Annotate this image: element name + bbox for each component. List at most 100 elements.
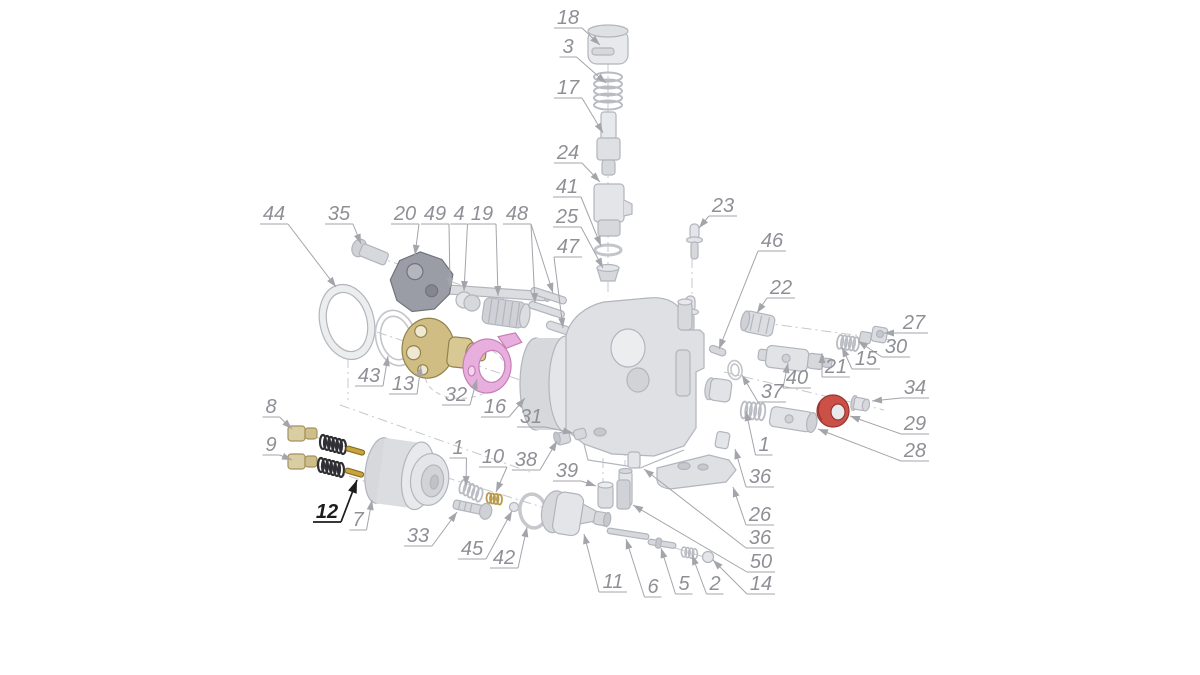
callout-4[interactable]: 4 xyxy=(450,203,469,292)
part-label-29: 29 xyxy=(903,413,926,435)
callout-19[interactable]: 19 xyxy=(468,203,502,297)
part-5-rod xyxy=(647,537,677,549)
arrowhead-icon xyxy=(644,469,655,478)
part-label-32: 32 xyxy=(445,384,467,406)
part-label-48: 48 xyxy=(506,203,528,225)
callout-3[interactable]: 3 xyxy=(559,36,609,86)
part-label-26: 26 xyxy=(748,504,772,526)
callout-1[interactable]: 1 xyxy=(449,437,470,487)
part-16-breech-block xyxy=(519,297,705,469)
callout-49[interactable]: 49 xyxy=(421,203,454,289)
callout-20[interactable]: 20 xyxy=(391,203,420,256)
part-32-clamp xyxy=(462,332,523,394)
footer: ED gun www.edgun.shop info@edgun.shop +3… xyxy=(0,600,1200,675)
callout-45[interactable]: 45 xyxy=(458,509,515,560)
callout-40[interactable]: 40 xyxy=(782,362,811,389)
callout-26[interactable]: 26 xyxy=(730,486,774,526)
callout-23[interactable]: 23 xyxy=(696,195,737,230)
arrowhead-icon xyxy=(562,427,573,435)
arrowhead-icon xyxy=(327,276,336,287)
arrowhead-icon xyxy=(872,396,883,404)
callout-36[interactable]: 36 xyxy=(732,448,774,488)
callout-30[interactable]: 30 xyxy=(856,336,910,358)
part-21-valve xyxy=(757,344,833,372)
callout-15[interactable]: 15 xyxy=(839,346,880,370)
part-label-8: 8 xyxy=(265,396,276,418)
arrowhead-icon xyxy=(348,480,357,494)
part-label-21: 21 xyxy=(824,356,847,378)
callout-14[interactable]: 14 xyxy=(711,558,775,595)
arrowhead-icon xyxy=(596,73,606,83)
callout-25[interactable]: 25 xyxy=(553,206,606,270)
callout-2[interactable]: 2 xyxy=(689,554,724,595)
part-1-spring-right xyxy=(739,400,767,422)
callout-28[interactable]: 28 xyxy=(817,426,929,462)
callout-17[interactable]: 17 xyxy=(554,77,606,135)
arrowhead-icon xyxy=(734,449,742,460)
part-label-1: 1 xyxy=(758,434,769,456)
part-12-spring-lower xyxy=(316,456,365,479)
callout-6[interactable]: 6 xyxy=(623,538,662,598)
callout-21[interactable]: 21 xyxy=(818,353,851,378)
arrowhead-icon xyxy=(633,505,644,514)
part-label-44: 44 xyxy=(263,203,285,225)
callout-29[interactable]: 29 xyxy=(849,413,929,435)
callout-47[interactable]: 47 xyxy=(553,236,582,329)
arrowhead-icon xyxy=(858,341,869,350)
callout-50[interactable]: 50 xyxy=(631,502,775,573)
part-6-rod xyxy=(606,527,650,540)
callout-10[interactable]: 10 xyxy=(479,446,508,493)
arrowhead-icon xyxy=(719,338,726,349)
part-label-13: 13 xyxy=(392,373,414,395)
arrowhead-icon xyxy=(558,317,566,328)
callout-44[interactable]: 44 xyxy=(260,203,339,289)
arrowhead-icon xyxy=(461,280,469,291)
part-label-49: 49 xyxy=(424,203,446,225)
part-10-brass-spring xyxy=(485,492,503,506)
callout-27[interactable]: 27 xyxy=(884,312,928,337)
callout-12[interactable]: 12 xyxy=(313,478,361,523)
part-24-valve-body xyxy=(593,183,633,237)
callout-5[interactable]: 5 xyxy=(658,547,693,595)
callout-41[interactable]: 41 xyxy=(553,176,604,247)
part-label-14: 14 xyxy=(750,573,772,595)
callout-34[interactable]: 34 xyxy=(871,377,929,404)
callout-48[interactable]: 48 xyxy=(503,203,556,304)
callout-39[interactable]: 39 xyxy=(553,460,597,489)
part-label-4: 4 xyxy=(453,203,464,225)
part-label-24: 24 xyxy=(556,142,579,164)
part-label-12: 12 xyxy=(316,501,338,523)
arrowhead-icon xyxy=(282,419,292,429)
arrowhead-icon xyxy=(494,285,502,296)
part-37-washer xyxy=(727,359,743,381)
callout-7[interactable]: 7 xyxy=(349,499,376,531)
part-7-end-cap xyxy=(364,437,450,511)
part-label-41: 41 xyxy=(556,176,578,198)
part-label-33: 33 xyxy=(407,525,429,547)
callout-1[interactable]: 1 xyxy=(743,410,773,456)
exploded-parts-diagram: 1831724412547234622273015214037342928443… xyxy=(260,7,929,598)
callout-46[interactable]: 46 xyxy=(716,230,786,350)
callout-24[interactable]: 24 xyxy=(554,142,603,184)
callout-38[interactable]: 38 xyxy=(512,439,560,471)
callout-32[interactable]: 32 xyxy=(442,378,480,406)
callout-35[interactable]: 35 xyxy=(325,203,364,245)
callout-33[interactable]: 33 xyxy=(404,510,460,547)
callout-18[interactable]: 18 xyxy=(554,7,602,48)
callout-42[interactable]: 42 xyxy=(490,526,530,569)
part-1-spring-left xyxy=(458,478,484,503)
callout-36[interactable]: 36 xyxy=(642,466,774,549)
callout-11[interactable]: 11 xyxy=(581,533,627,593)
callout-43[interactable]: 43 xyxy=(355,355,391,387)
arrowhead-icon xyxy=(818,353,826,363)
callout-22[interactable]: 22 xyxy=(754,277,795,315)
callout-13[interactable]: 13 xyxy=(389,365,424,395)
callout-9[interactable]: 9 xyxy=(262,434,294,463)
callout-31[interactable]: 31 xyxy=(517,406,574,436)
part-18-cap xyxy=(587,24,629,65)
callout-8[interactable]: 8 xyxy=(262,396,295,432)
callout-16[interactable]: 16 xyxy=(481,396,528,418)
part-33-screw xyxy=(452,499,493,520)
callout-37[interactable]: 37 xyxy=(739,373,786,403)
arrowhead-icon xyxy=(732,487,740,498)
